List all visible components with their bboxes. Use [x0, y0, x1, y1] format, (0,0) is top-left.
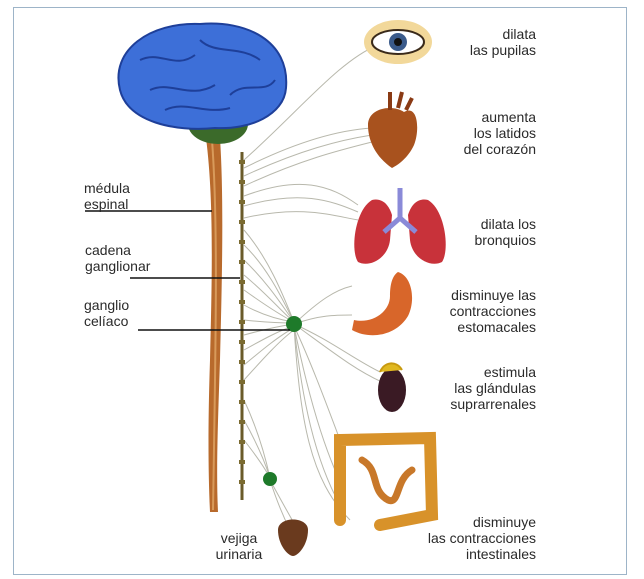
label-glandulas-suprarrenales: estimula las glándulas suprarrenales — [420, 364, 536, 412]
label-contracciones-estomacales: disminuye las contracciones estomacales — [420, 287, 536, 335]
label-ganglio-celiaco: ganglio celíaco — [84, 297, 129, 329]
eye-image — [364, 20, 432, 64]
label-vejiga-urinaria: vejiga urinaria — [208, 530, 270, 562]
heart-image — [368, 92, 417, 168]
label-cadena-ganglionar: cadena ganglionar — [85, 242, 150, 274]
stomach-image — [352, 272, 412, 335]
label-medula-espinal: médula espinal — [84, 180, 130, 212]
label-contracciones-intestinales: disminuye las contracciones intestinales — [400, 514, 536, 562]
label-latidos-corazon: aumenta los latidos del corazón — [430, 109, 536, 157]
label-dilata-bronquios: dilata los bronquios — [430, 216, 536, 248]
label-dilata-pupilas: dilata las pupilas — [430, 26, 536, 58]
lower-ganglion-node — [263, 472, 277, 486]
brain-image — [118, 24, 286, 144]
intestines-image — [340, 438, 432, 525]
bladder-image — [278, 520, 308, 557]
adrenal-gland-image — [378, 363, 406, 412]
